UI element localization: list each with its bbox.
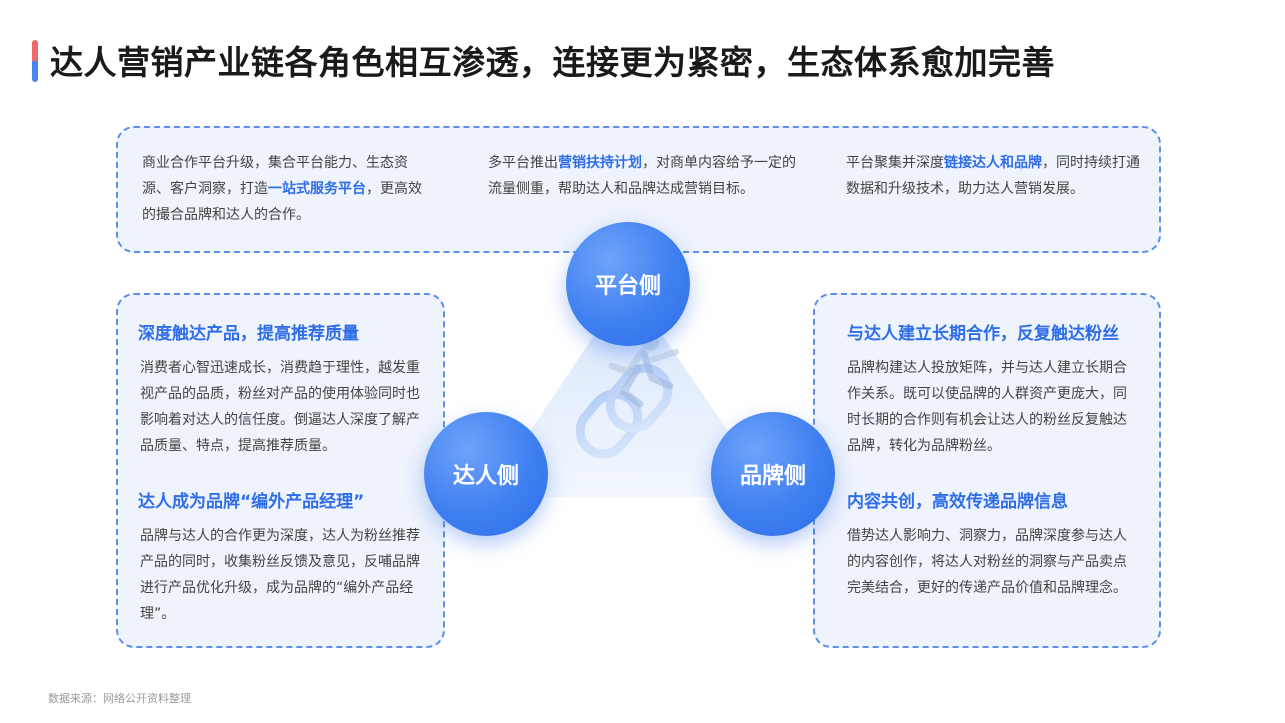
platform-point-1: 商业合作平台升级，集合平台能力、生态资源、客户洞察，打造一站式服务平台，更高效的… — [142, 155, 422, 223]
brand-section-2-title: 内容共创，高效传递品牌信息 — [847, 492, 1068, 512]
platform-point-2: 多平台推出营销扶持计划，对商单内容给予一定的流量侧重，帮助达人和品牌达成营销目标… — [488, 155, 796, 197]
creator-box: 深度触达产品，提高推荐质量 消费者心智迅速成长，消费趋于理性，越发重视产品的品质… — [116, 293, 445, 648]
triangle-shape — [486, 285, 773, 497]
brand-section-1-text: 品牌构建达人投放矩阵，并与达人建立长期合作关系。既可以使品牌的人群资产更庞大，同… — [847, 360, 1127, 454]
brand-section-2-text: 借势达人影响力、洞察力，品牌深度参与达人的内容创作，将达人对粉丝的洞察与产品卖点… — [847, 528, 1127, 596]
creator-section-2-text: 品牌与达人的合作更为深度，达人为粉丝推荐产品的同时，收集粉丝反馈及意见，反哺品牌… — [140, 528, 420, 622]
platform-side-node: 平台侧 — [566, 222, 690, 346]
creator-section-2-title: 达人成为品牌“编外产品经理” — [138, 492, 365, 512]
source-note: 数据来源：网络公开资料整理 — [48, 692, 191, 705]
brand-side-node: 品牌侧 — [711, 412, 835, 536]
brand-box: 与达人建立长期合作，反复触达粉丝 品牌构建达人投放矩阵，并与达人建立长期合作关系… — [813, 293, 1161, 648]
title-accent-bar — [32, 40, 38, 82]
creator-section-1-text: 消费者心智迅速成长，消费趋于理性，越发重视产品的品质，粉丝对产品的使用体验同时也… — [140, 360, 420, 454]
platform-point-3: 平台聚集并深度链接达人和品牌，同时持续打通数据和升级技术，助力达人营销发展。 — [846, 155, 1140, 197]
brand-section-1-title: 与达人建立长期合作，反复触达粉丝 — [847, 324, 1119, 344]
creator-section-1-title: 深度触达产品，提高推荐质量 — [138, 324, 359, 344]
creator-side-node: 达人侧 — [424, 412, 548, 536]
page-title: 达人营销产业链各角色相互渗透，连接更为紧密，生态体系愈加完善 — [50, 43, 1055, 82]
